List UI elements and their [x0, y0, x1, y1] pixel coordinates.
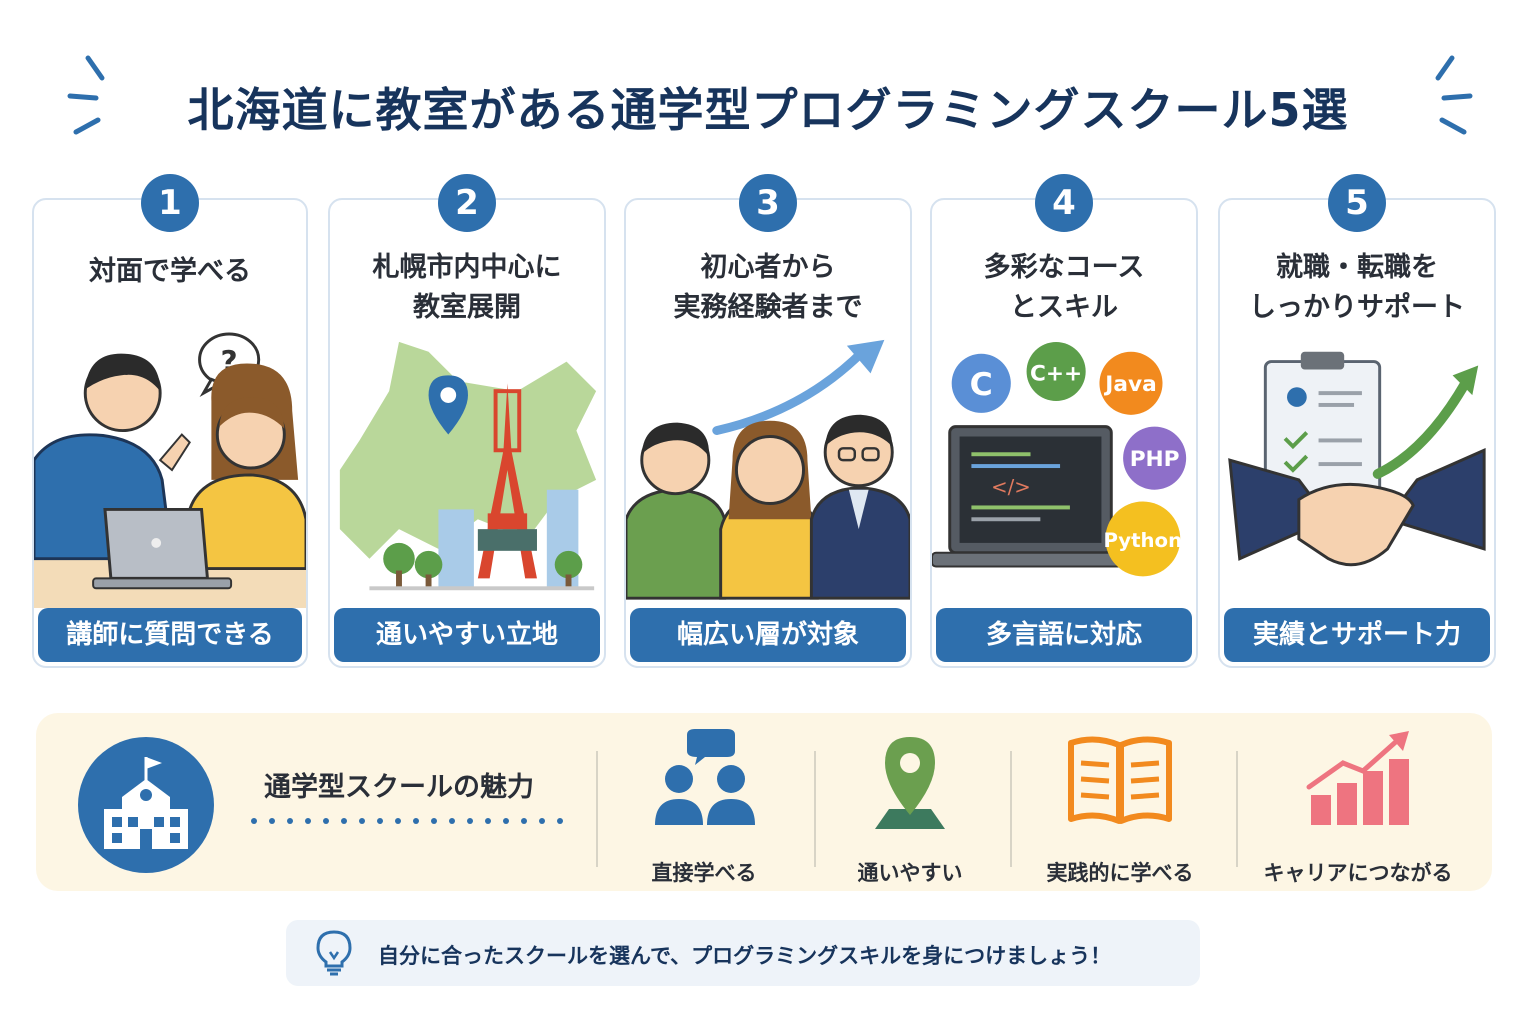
- school-building-icon: [104, 757, 188, 849]
- emphasis-lines-left-icon: [67, 55, 105, 135]
- emphasis-lines-right-icon: [1435, 55, 1473, 135]
- feature-label: 直接学べる: [651, 861, 757, 885]
- card-title: 札幌市内中心に 教室展開: [330, 248, 604, 328]
- card-pill: 幅広い層が対象: [630, 608, 906, 662]
- card-1: 1 対面で学べる ? 講師に質問できる: [32, 174, 308, 668]
- card-title-line: 札幌市内中心に: [372, 252, 562, 283]
- card-title-line: 初心者から: [700, 252, 836, 283]
- card-title: 対面で学べる: [34, 252, 306, 292]
- card-4: 4 多彩なコース とスキル </> C C++ Java PHP Python …: [930, 174, 1198, 668]
- open-book-icon: [1068, 736, 1172, 824]
- feature-accessible: 通いやすい: [810, 729, 1010, 889]
- card-pill: 多言語に対応: [936, 608, 1192, 662]
- feature-career: キャリアにつながる: [1258, 729, 1458, 889]
- card-number-badge: 2: [438, 174, 496, 232]
- card-title: 初心者から 実務経験者まで: [626, 248, 910, 328]
- three-people-illustration: [626, 339, 910, 600]
- card-number-badge: 3: [739, 174, 797, 232]
- card-title-line: とスキル: [1010, 292, 1118, 323]
- card-title-line: 多彩なコース: [983, 252, 1145, 283]
- teacher-student-illustration: ?: [34, 332, 306, 608]
- card-title: 就職・転職を しっかりサポート: [1220, 248, 1494, 328]
- feature-label: 通いやすい: [857, 861, 963, 885]
- card-title-line: 対面で学べる: [89, 256, 251, 287]
- people-chat-icon: [655, 729, 755, 825]
- card-pill: 通いやすい立地: [334, 608, 600, 662]
- panel-divider: [1236, 751, 1238, 867]
- lightbulb-icon: [316, 930, 352, 976]
- feature-direct-learning: 直接学べる: [604, 729, 804, 889]
- panel-divider: [1010, 751, 1012, 867]
- appeal-panel: 通学型スクールの魅力 直接学べる 通いやすい: [36, 713, 1492, 891]
- language-java: Java: [1103, 372, 1156, 397]
- card-number-badge: 5: [1328, 174, 1386, 232]
- card-title-line: 教室展開: [413, 292, 521, 323]
- growth-chart-icon: [1306, 731, 1409, 825]
- card-title-line: 実務経験者まで: [673, 292, 863, 323]
- hokkaido-map-illustration: [339, 341, 597, 591]
- language-php: PHP: [1130, 447, 1180, 472]
- clipboard-handshake-illustration: [1228, 351, 1486, 567]
- panel-heading: 通学型スクールの魅力: [264, 772, 534, 803]
- laptop-languages-illustration: </> C C++ Java PHP Python: [932, 341, 1187, 577]
- language-c: C: [970, 367, 993, 403]
- card-title-line: 就職・転職を: [1276, 252, 1438, 283]
- tip-banner: 自分に合ったスクールを選んで、プログラミングスキルを身につけましょう！: [286, 920, 1200, 986]
- panel-divider: [814, 751, 816, 867]
- card-number-badge: 4: [1035, 174, 1093, 232]
- map-pin-icon: [875, 737, 945, 829]
- title-area: 北海道に教室がある通学型プログラミングスクール5選: [0, 52, 1536, 152]
- card-pill: 講師に質問できる: [38, 608, 302, 662]
- card-number-badge: 1: [141, 174, 199, 232]
- dotted-divider: [251, 818, 563, 824]
- card-title: 多彩なコース とスキル: [932, 248, 1196, 328]
- feature-label: キャリアにつながる: [1263, 861, 1453, 885]
- card-2: 2 札幌市内中心に 教室展開 通いやすい立地: [328, 174, 606, 668]
- card-3: 3 初心者から 実務経験者まで 幅広い層が対象: [624, 174, 912, 668]
- feature-practical: 実践的に学べる: [1020, 729, 1220, 889]
- feature-label: 実践的に学べる: [1046, 861, 1194, 885]
- language-cpp: C++: [1030, 361, 1082, 386]
- code-glyph: </>: [991, 476, 1031, 499]
- card-pill: 実績とサポート力: [1224, 608, 1490, 662]
- language-python: Python: [1104, 529, 1183, 552]
- panel-divider: [596, 751, 598, 867]
- card-5: 5 就職・転職を しっかりサポート 実績とサポート力: [1218, 174, 1496, 668]
- school-circle: [78, 737, 214, 873]
- card-title-line: しっかりサポート: [1249, 292, 1465, 323]
- page-title: 北海道に教室がある通学型プログラミングスクール5選: [187, 83, 1349, 137]
- tip-text: 自分に合ったスクールを選んで、プログラミングスキルを身につけましょう！: [378, 944, 1112, 968]
